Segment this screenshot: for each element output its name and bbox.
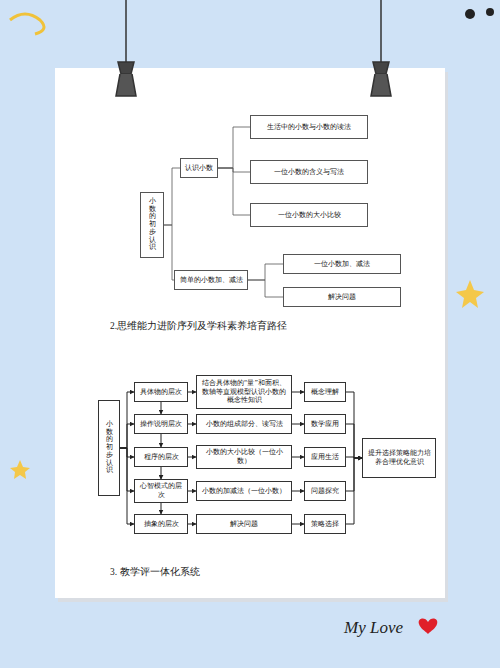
connector [188,392,196,393]
star [456,280,484,308]
process-box: 概念理解 [304,382,346,402]
signature: My Love [344,618,403,638]
process-box: 策略选择 [304,514,346,534]
clip [116,0,391,96]
process-box: 认识小数 [180,158,218,178]
connector [120,448,134,524]
connector [248,264,283,280]
connector [161,434,162,447]
node-text: 一位小数的含义与写法 [274,168,344,177]
process-box: 心智模式的层次 [134,479,188,503]
process-box: 提升选择策略能力培养合理优化意识 [362,438,436,478]
node-text: 策略选择 [311,520,339,529]
node-text: 小数的加减法（一位小数） [202,487,286,496]
connector [120,392,134,448]
process-box: 解决问题 [196,514,292,534]
dot [486,8,494,16]
process-box: 数学应用 [304,414,346,434]
process-box: 小数的大小比较（一位小数） [196,445,292,469]
node-text: 小数的组成部分、读写法 [206,420,283,429]
topic-box: 小数的初步认识 [98,400,120,496]
process-box: 解决问题 [283,287,401,307]
connector [218,168,250,172]
process-box: 一位小数的大小比较 [250,203,368,227]
section-heading: 2.思维能力进阶序列及学科素养培育路径 [110,320,287,333]
node-text: 数学应用 [311,420,339,429]
process-box: 应用生活 [304,447,346,467]
connector [292,424,304,425]
connector [346,392,362,458]
node-text: 简单的小数加、减法 [180,276,243,285]
process-box: 结合具体物的“量”和面积、数轴等直观模型认识小数的概念性知识 [196,375,292,409]
connector [164,168,180,225]
process-box: 问题探究 [304,481,346,501]
connector [120,424,134,448]
node-text: 生活中的小数与小数的读法 [267,123,351,132]
process-box: 具体物的层次 [134,382,188,402]
node-text: 小数的大小比较（一位小数） [200,448,288,466]
connector [188,457,196,458]
connector [188,491,196,492]
connector [346,458,362,524]
node-text: 一位小数的大小比较 [278,211,341,220]
topic-box: 小数的初步认识 [140,192,164,258]
process-box: 一位小数加、减法 [283,254,401,274]
connector [218,168,250,215]
connector [292,491,304,492]
node-text: 小数的初步认识 [149,198,156,252]
dot [465,9,475,19]
node-text: 解决问题 [328,293,356,302]
process-box: 小数的组成部分、读写法 [196,414,292,434]
node-text: 一位小数加、减法 [314,260,370,269]
process-box: 小数的加减法（一位小数） [196,481,292,501]
heart-icon [419,618,438,634]
node-text: 概念理解 [311,388,339,397]
node-text: 认识小数 [185,164,213,173]
node-text: 提升选择策略能力培养合理优化意识 [366,449,432,467]
process-box: 一位小数的含义与写法 [250,160,368,184]
process-box: 程序的层次 [134,447,188,467]
star [10,460,30,479]
process-box: 简单的小数加、减法 [174,270,248,290]
connector [188,424,196,425]
connector [248,280,283,297]
node-text: 程序的层次 [144,453,179,462]
connector [188,524,196,525]
connector [161,402,162,414]
connector [346,424,362,458]
node-text: 结合具体物的“量”和面积、数轴等直观模型认识小数的概念性知识 [200,379,288,405]
connector [164,225,174,280]
section-heading: 3. 教学评一体化系统 [110,566,200,579]
connector [218,127,250,168]
swirl [10,14,44,34]
connector [161,503,162,514]
connector [161,467,162,479]
node-text: 解决问题 [230,520,258,529]
process-box: 抽象的层次 [134,514,188,534]
paper [55,68,445,598]
connector [292,524,304,525]
node-text: 抽象的层次 [144,520,179,529]
process-box: 生活中的小数与小数的读法 [250,115,368,139]
node-text: 应用生活 [311,453,339,462]
node-text: 操作说明层次 [140,420,182,429]
connector [292,457,304,458]
node-text: 具体物的层次 [140,388,182,397]
node-text: 问题探究 [311,487,339,496]
node-text: 心智模式的层次 [138,482,184,500]
process-box: 操作说明层次 [134,414,188,434]
node-text: 小数的初步认识 [106,421,113,475]
connector [292,392,304,393]
